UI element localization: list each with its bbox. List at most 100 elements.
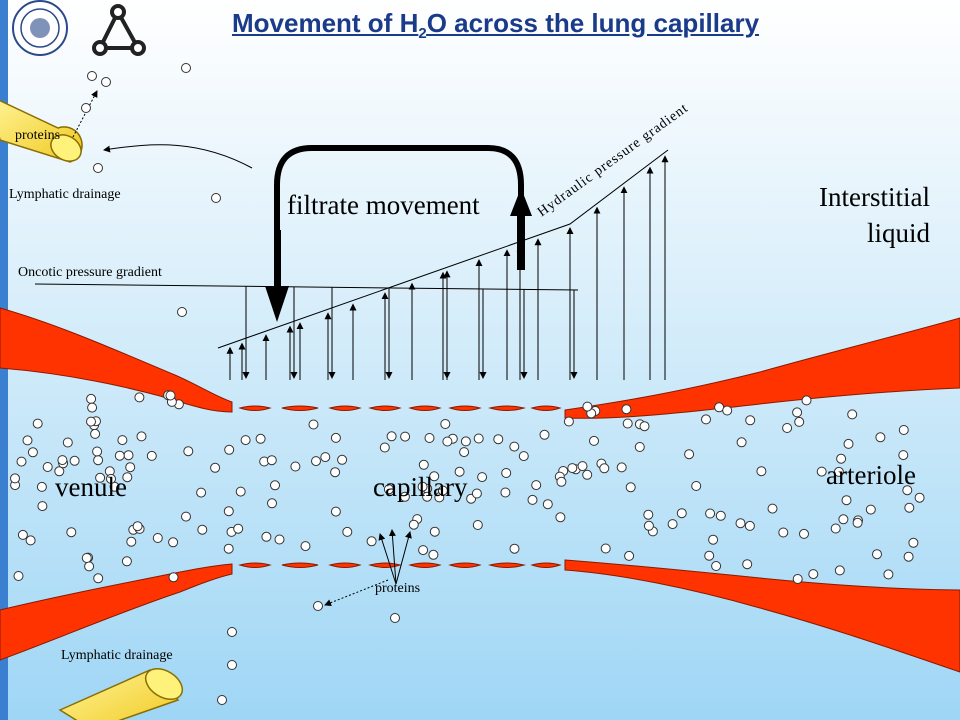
- protein-particle: [54, 466, 65, 477]
- protein-particle: [643, 509, 654, 520]
- protein-particle: [509, 441, 520, 452]
- protein-particle: [563, 416, 574, 427]
- protein-particle: [27, 447, 38, 458]
- protein-particle: [300, 541, 311, 552]
- protein-particle: [792, 407, 803, 418]
- protein-particle: [428, 549, 439, 560]
- lymphatic-vessel-top: [0, 99, 83, 163]
- capillary-wall-upper: [238, 405, 562, 411]
- proteins-label-top: proteins: [15, 128, 61, 143]
- protein-particle: [527, 494, 538, 505]
- protein-particle: [621, 404, 632, 415]
- protein-particle: [379, 442, 390, 453]
- protein-particle: [266, 455, 277, 466]
- protein-particle: [418, 459, 429, 470]
- protein-particle: [86, 416, 96, 427]
- protein-particle: [701, 414, 711, 425]
- protein-particle: [62, 437, 73, 448]
- protein-particle: [418, 545, 429, 556]
- venule-wall-upper: [0, 307, 233, 413]
- protein-particle: [736, 437, 747, 448]
- protein-particle: [616, 462, 627, 473]
- protein-particle: [531, 480, 542, 491]
- protein-particle: [599, 463, 610, 474]
- proteins-label-bottom: proteins: [375, 581, 421, 596]
- protein-particle: [86, 393, 97, 404]
- protein-particle: [801, 395, 812, 406]
- protein-particle: [165, 390, 176, 401]
- protein-particle: [290, 461, 301, 472]
- capillary-label: capillary: [373, 472, 468, 502]
- protein-particle: [429, 471, 440, 482]
- protein-particle: [792, 574, 803, 584]
- protein-particle: [10, 473, 20, 484]
- protein-particle: [57, 455, 68, 466]
- protein-particle: [197, 524, 208, 535]
- protein-particle: [872, 549, 882, 560]
- protein-particle: [477, 472, 488, 483]
- protein-particle: [577, 461, 588, 472]
- protein-particle: [270, 480, 280, 491]
- protein-particle: [555, 512, 566, 523]
- protein-particle: [121, 556, 132, 567]
- protein-particle: [722, 405, 733, 416]
- protein-particle: [400, 431, 411, 442]
- lymphatic-vessel-bottom: [58, 667, 184, 720]
- protein-particle: [123, 450, 134, 461]
- protein-particle: [589, 435, 599, 446]
- protein-particle: [93, 455, 104, 466]
- protein-particle: [898, 425, 909, 435]
- protein-particle: [210, 462, 221, 473]
- protein-particle: [756, 466, 767, 477]
- protein-particle: [847, 409, 858, 420]
- protein-particle: [711, 561, 722, 571]
- protein-particle: [704, 550, 715, 561]
- protein-particle: [429, 526, 440, 537]
- network-triangle-logo-icon: [92, 4, 146, 56]
- protein-particle: [417, 481, 428, 492]
- protein-particle: [383, 484, 394, 495]
- protein-particle: [834, 565, 845, 576]
- protein-particle: [261, 531, 272, 542]
- protein-particle: [330, 506, 341, 517]
- protein-pointer-arrows: [72, 90, 412, 607]
- protein-particle: [69, 455, 80, 466]
- oncotic-gradient-label: Oncotic pressure gradient: [18, 265, 162, 280]
- protein-particle: [87, 402, 98, 413]
- protein-particle: [17, 529, 28, 540]
- protein-particle: [223, 543, 234, 554]
- protein-particle: [473, 433, 484, 444]
- protein-particle: [233, 523, 244, 534]
- protein-particle: [684, 449, 695, 460]
- protein-particle: [240, 435, 251, 446]
- protein-particle: [337, 454, 348, 465]
- protein-particle: [84, 561, 95, 572]
- protein-particle: [93, 573, 104, 584]
- protein-particle: [454, 466, 465, 477]
- protein-particle: [13, 571, 24, 581]
- protein-particle: [735, 518, 746, 529]
- protein-particle: [408, 519, 419, 530]
- protein-particle: [36, 481, 47, 492]
- protein-particle: [582, 401, 593, 412]
- protein-particle: [715, 510, 726, 521]
- arteriole-wall-upper: [564, 317, 960, 419]
- protein-particle: [442, 436, 453, 447]
- protein-particle: [267, 498, 277, 509]
- protein-particle: [424, 433, 435, 443]
- protein-particle: [691, 481, 702, 491]
- protein-particle: [567, 463, 578, 474]
- arteriole-wall-lower: [564, 559, 960, 673]
- protein-particle: [624, 550, 635, 561]
- protein-particle: [460, 436, 471, 447]
- protein-particle: [92, 446, 103, 457]
- hydraulic-gradient-line: [217, 149, 669, 349]
- protein-particle: [667, 519, 678, 530]
- protein-particle: [902, 485, 913, 496]
- protein-particle: [114, 450, 125, 461]
- protein-particle: [181, 511, 191, 522]
- venule-label: venule: [55, 472, 127, 502]
- protein-particle: [518, 451, 529, 462]
- lymphatic-drainage-label-bottom: Lymphatic drainage: [61, 648, 173, 663]
